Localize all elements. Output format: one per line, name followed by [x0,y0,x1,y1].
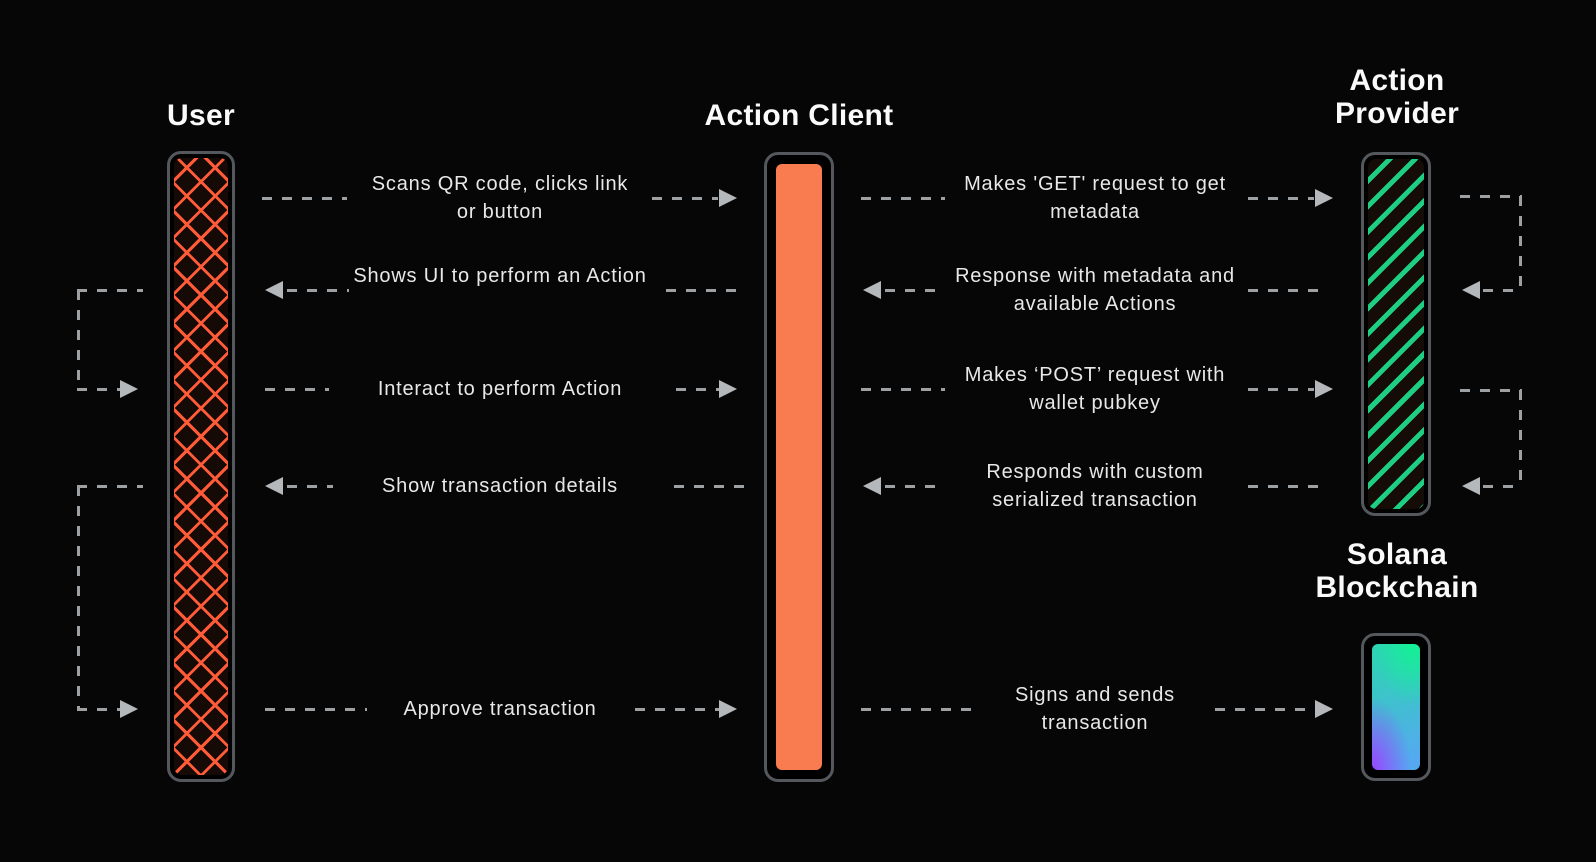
self-loop-dash [1519,390,1522,486]
solana-gradient-fill [1372,644,1420,770]
dashed-connector [861,197,945,200]
dashed-connector [262,197,347,200]
arrow-right-icon [120,380,138,398]
dashed-connector [1248,289,1320,292]
arrow-right-icon [719,700,737,718]
user-crosshatch-pattern [174,158,228,775]
actor-label-solana-blockchain: Solana Blockchain [1315,538,1479,604]
message-label-response-metadata: Response with metadata and available Act… [955,265,1235,315]
arrow-left-icon [863,281,881,299]
dashed-connector [635,708,719,711]
actor-label-user: User [167,99,235,132]
action-client-fill [776,164,822,770]
dashed-connector [1215,708,1315,711]
message-label-approve-tx: Approve transaction [403,698,597,720]
arrow-right-icon [1315,189,1333,207]
arrow-right-icon [120,700,138,718]
message-label-scan-qr: Scans QR code, clicks link or button [371,173,629,223]
dashed-connector [674,485,744,488]
self-loop-dash [77,486,80,708]
arrow-left-icon [1462,281,1480,299]
arrow-right-icon [1315,700,1333,718]
lifeline-action-provider [1361,152,1431,516]
self-loop-dash [77,290,80,388]
lifeline-action-client [764,152,834,782]
lifeline-user [167,151,235,782]
action-provider-stripes-pattern [1368,159,1424,509]
self-loop-dash [1483,485,1522,488]
self-loop-dash [77,388,121,391]
dashed-connector [287,485,333,488]
dashed-connector [885,289,937,292]
arrow-left-icon [265,477,283,495]
dashed-connector [861,388,945,391]
message-label-post-request: Makes ‘POST’ request with wallet pubkey [964,364,1226,414]
arrow-right-icon [719,189,737,207]
message-label-show-tx-details: Show transaction details [382,475,618,497]
self-loop-dash [1460,389,1522,392]
message-label-get-request: Makes 'GET' request to get metadata [964,173,1226,223]
self-loop-dash [77,708,121,711]
dashed-connector [1248,485,1320,488]
message-label-signs-sends-tx: Signs and sends transaction [1015,684,1175,734]
dashed-connector [265,708,367,711]
self-loop-dash [1519,196,1522,290]
arrow-right-icon [1315,380,1333,398]
actor-label-action-provider: Action Provider [1334,64,1460,130]
message-label-responds-serialized-tx: Responds with custom serialized transact… [986,461,1204,511]
arrow-right-icon [719,380,737,398]
message-label-shows-ui: Shows UI to perform an Action [353,265,647,287]
dashed-connector [652,197,718,200]
dashed-connector [287,289,349,292]
self-loop-dash [77,485,143,488]
dashed-connector [861,708,975,711]
self-loop-dash [1483,289,1522,292]
dashed-connector [1248,388,1314,391]
arrow-left-icon [1462,477,1480,495]
dashed-connector [666,289,736,292]
message-label-interact: Interact to perform Action [377,378,623,400]
lifeline-solana-blockchain [1361,633,1431,781]
arrow-left-icon [863,477,881,495]
self-loop-dash [77,289,143,292]
arrow-left-icon [265,281,283,299]
actor-label-action-client: Action Client [704,99,894,132]
dashed-connector [265,388,329,391]
self-loop-dash [1460,195,1522,198]
dashed-connector [885,485,937,488]
dashed-connector [1248,197,1314,200]
dashed-connector [676,388,719,391]
